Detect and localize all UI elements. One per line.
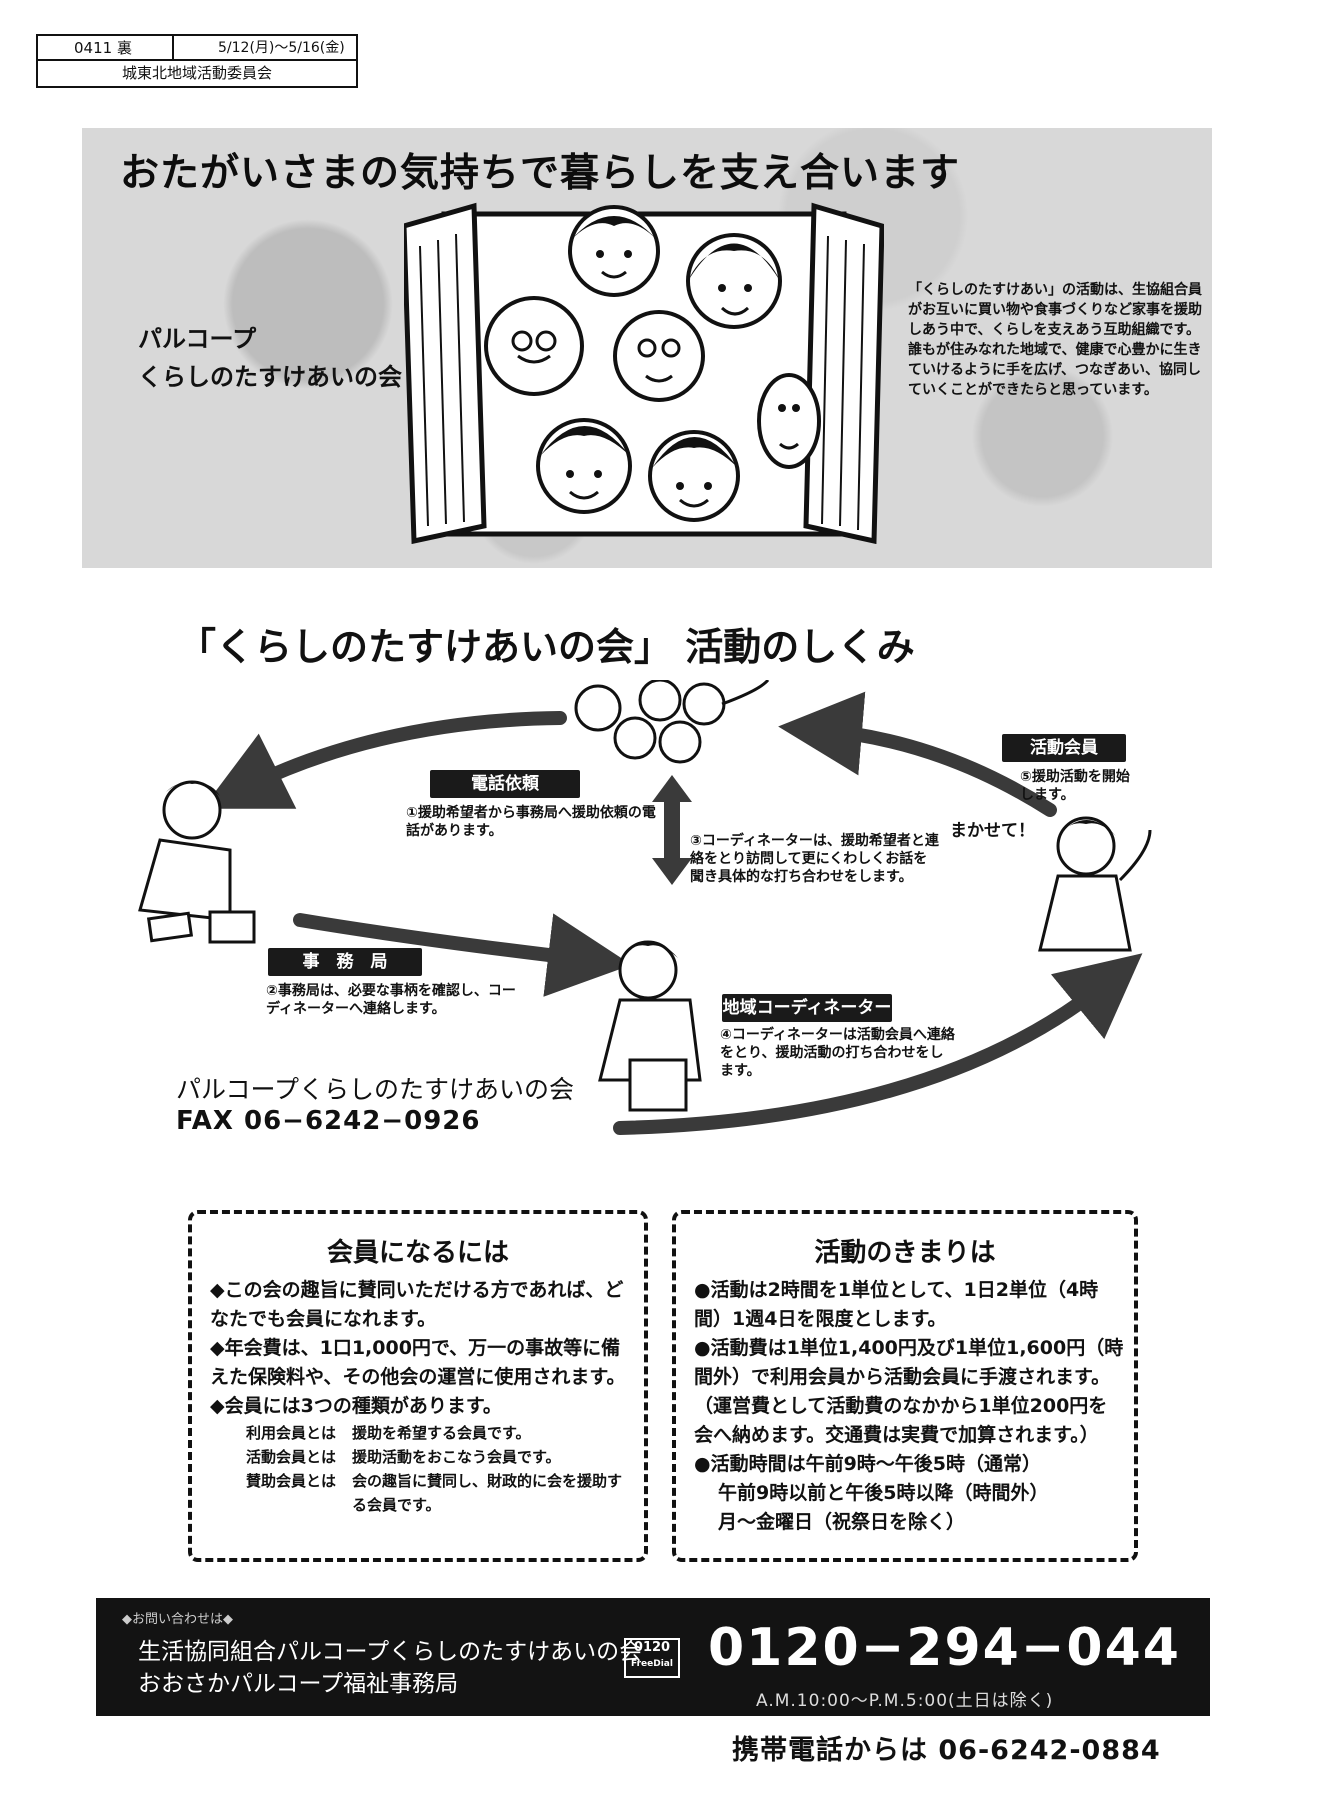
- mobile-phone-number[interactable]: 携帯電話からは 06-6242-0884: [732, 1735, 1161, 1766]
- freedial-mark: 0120: [633, 1640, 671, 1655]
- rules-item-3b: 午前9時以前と午後5時以降（時間外）: [718, 1482, 1049, 1504]
- freedial-label: FreeDial: [631, 1659, 673, 1669]
- speech-bubble: まかせて！: [950, 821, 1035, 841]
- member-type-desc: 会の趣旨に賛同し、財政的に会を援助する会員です。: [352, 1472, 623, 1514]
- member-type-name: 賛助会員とは: [246, 1472, 337, 1490]
- sheet-code: 0411 裏: [38, 36, 174, 61]
- committee-name: 城東北地域活動委員会: [121, 64, 272, 82]
- sheet-period: 5/12(月)〜5/16(金): [174, 36, 356, 61]
- contact-footer: ◆お問い合わせは◆ 生活協同組合パルコープくらしのたすけあいの会 おおさかパルコ…: [96, 1598, 1210, 1716]
- service-hours: A.M.10:00〜P.M.5:00(土日は除く): [756, 1691, 1054, 1711]
- hero-description: 「くらしのたすけあい」の活動は、生協組合員がお互いに買い物や食事づくりなど家事を…: [908, 282, 1202, 398]
- flow-arrows: [138, 680, 1152, 1135]
- header-label-table: 0411 裏 5/12(月)〜5/16(金) 城東北地域活動委員会: [36, 34, 358, 88]
- rules-item-3: ●活動時間は午前9時〜午後5時（通常）: [694, 1453, 1042, 1475]
- membership-box: 会員になるには ◆この会の趣旨に賛同いただける方であれば、どなたでも会員になれま…: [188, 1210, 648, 1562]
- membership-item-2: ◆年会費は、1口1,000円で、万一の事故等に備えた保険料や、その他会の運営に使…: [210, 1337, 626, 1388]
- member-type-activity: 活動会員とは 援助活動をおこなう会員です。: [246, 1445, 634, 1469]
- freedial-icon: 0120 FreeDial: [624, 1638, 680, 1678]
- rules-box: 活動のきまりは ●活動は2時間を1単位として、1日2単位（4時間）1週4日を限度…: [672, 1210, 1138, 1562]
- member-type-name: 活動会員とは: [246, 1448, 337, 1466]
- rules-item-2: ●活動費は1単位1,400円及び1単位1,600円（時間外）で利用会員から活動会…: [694, 1337, 1124, 1446]
- mechanism-title: 「くらしのたすけあいの会」 活動のしくみ: [178, 625, 915, 669]
- rules-title: 活動のきまりは: [814, 1238, 996, 1268]
- freedial-number[interactable]: 0120−294−044: [708, 1618, 1181, 1678]
- hero-organization: パルコープ くらしのたすけあいの会: [138, 320, 402, 396]
- hero-org-line2: くらしのたすけあいの会: [138, 363, 402, 391]
- member-type-name: 利用会員とは: [246, 1424, 337, 1442]
- fax-number: FAX 06−6242−0926: [176, 1106, 481, 1136]
- inquiry-label: ◆お問い合わせは◆: [122, 1612, 233, 1627]
- member-type-desc: 援助活動をおこなう会員です。: [352, 1448, 561, 1466]
- tag-office: 事 務 局: [268, 948, 422, 976]
- step-5: ⑤援助活動を開始します。: [1020, 769, 1130, 803]
- step-2: ②事務局は、必要な事柄を確認し、コーディネーターへ連絡します。: [266, 983, 516, 1017]
- membership-body: ◆この会の趣旨に賛同いただける方であれば、どなたでも会員になれます。 ◆年会費は…: [210, 1276, 634, 1517]
- footer-org-2: おおさかパルコープ福祉事務局: [138, 1671, 459, 1697]
- step-3: ③コーディネーターは、援助希望者と連絡をとり訪問して更にくわしくお話を聞き具体的…: [690, 833, 939, 885]
- member-type-user: 利用会員とは 援助を希望する会員です。: [246, 1421, 634, 1445]
- fax-organization: パルコープくらしのたすけあいの会: [176, 1075, 575, 1104]
- member-type-supporting: 賛助会員とは 会の趣旨に賛同し、財政的に会を援助する会員です。: [246, 1469, 634, 1517]
- rules-item-1: ●活動は2時間を1単位として、1日2単位（4時間）1週4日を限度とします。: [694, 1279, 1099, 1330]
- membership-item-3: ◆会員には3つの種類があります。: [210, 1395, 502, 1417]
- member-type-desc: 援助を希望する会員です。: [352, 1424, 531, 1442]
- tag-phone-request: 電話依頼: [430, 770, 580, 798]
- tag-activity-member: 活動会員: [1002, 734, 1126, 762]
- step-4: ④コーディネーターは活動会員へ連絡をとり、援助活動の打ち合わせをします。: [720, 1027, 955, 1079]
- step-1: ①援助希望者から事務局へ援助依頼の電話があります。: [406, 805, 656, 839]
- rules-item-3c: 月〜金曜日（祝祭日を除く）: [718, 1511, 966, 1533]
- rules-body: ●活動は2時間を1単位として、1日2単位（4時間）1週4日を限度とします。 ●活…: [694, 1276, 1124, 1537]
- membership-item-1: ◆この会の趣旨に賛同いただける方であれば、どなたでも会員になれます。: [210, 1279, 624, 1330]
- footer-org-1: 生活協同組合パルコープくらしのたすけあいの会: [138, 1639, 643, 1665]
- tag-coordinator: 地域コーディネーター: [722, 994, 892, 1022]
- hero-headline: おたがいさまの気持ちで暮らしを支え合います: [120, 151, 961, 196]
- membership-title: 会員になるには: [326, 1238, 509, 1268]
- mechanism-diagram: 電話依頼 ①援助希望者から事務局へ援助依頼の電話があります。 事 務 局 ②事務…: [120, 680, 1200, 1150]
- family-window-illustration: [404, 202, 884, 544]
- hero-org-line1: パルコープ: [138, 325, 257, 353]
